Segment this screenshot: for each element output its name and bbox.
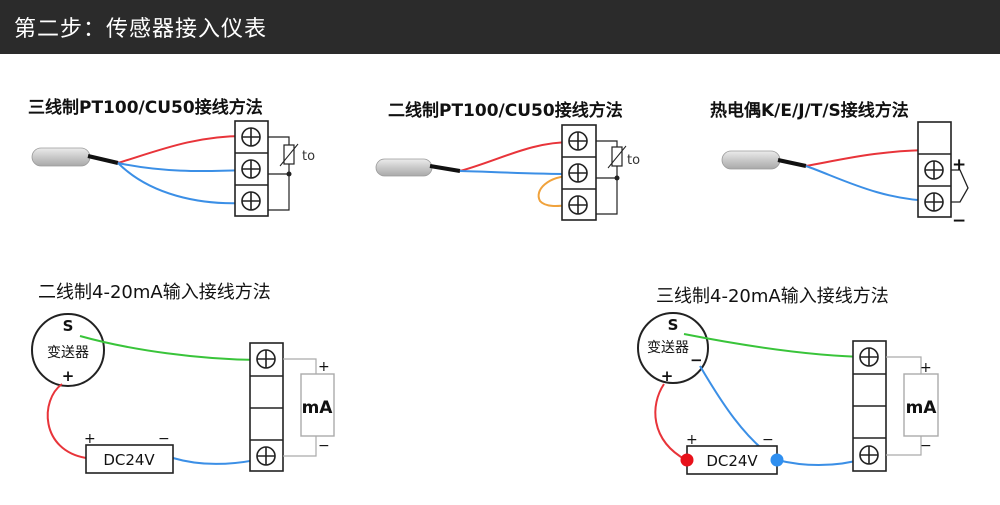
rtd3-probe — [31, 147, 119, 167]
rtd3-resistor-network: to — [268, 136, 315, 211]
loop3-screw-2 — [859, 445, 879, 465]
tc-junction: + − — [951, 155, 969, 231]
page-title: 第二步：传感器接入仪表 — [14, 17, 268, 42]
rtd3-screw-3 — [241, 191, 261, 211]
tc-screw-1 — [924, 160, 944, 180]
loop3-psu-plus: + — [686, 432, 698, 448]
rtd2-wires — [459, 141, 573, 208]
loop2-transmitter: S 变送器 + — [31, 313, 105, 387]
loop3-meter-plus: + — [920, 360, 932, 376]
loop3-meter-label: mA — [906, 398, 938, 418]
rtd3-wires — [117, 135, 245, 205]
rtd3-diagram: to — [31, 120, 315, 217]
loop2-psu-minus: − — [158, 431, 170, 447]
loop2-psu-plus: + — [84, 431, 96, 447]
loop2-transmitter-plus: + — [62, 367, 75, 385]
tc-screw-2 — [924, 192, 944, 212]
tc-diagram: + − — [721, 121, 969, 231]
rtd2-screw-2 — [568, 163, 588, 183]
rtd2-terminal-block — [561, 124, 597, 221]
loop3-psu-minus: − — [762, 432, 774, 448]
loop3-diagram: S 变送器 + − DC24V + − — [637, 312, 939, 475]
rtd2-title: 二线制PT100/CU50接线方法 — [388, 101, 623, 121]
loop2-psu-label: DC24V — [103, 451, 155, 469]
loop2-meter-plus: + — [318, 359, 330, 375]
header-bar: 第二步：传感器接入仪表 — [0, 0, 1000, 54]
rtd2-screw-3 — [568, 195, 588, 215]
tc-minus-sign: − — [952, 211, 966, 231]
loop3-transmitter-plus: + — [661, 367, 674, 385]
rtd3-terminal-block — [234, 120, 269, 217]
rtd3-title: 三线制PT100/CU50接线方法 — [28, 98, 263, 118]
loop2-transmitter-s: S — [63, 317, 74, 335]
loop3-transmitter-minus: − — [690, 351, 703, 369]
loop3-psu: DC24V + − — [680, 432, 784, 475]
tc-wires — [805, 149, 935, 202]
loop2-meter: mA + − — [283, 358, 335, 457]
rtd2-diagram: to — [375, 124, 640, 221]
rtd3-screw-1 — [241, 127, 261, 147]
loop3-red-node — [680, 453, 694, 467]
loop2-title: 二线制4-20mA输入接线方法 — [38, 282, 271, 303]
loop2-psu: DC24V + − — [84, 431, 174, 474]
tc-terminal-block — [917, 121, 952, 218]
loop3-meter-minus: − — [920, 438, 932, 454]
rtd3-temp-label: to — [302, 149, 315, 164]
loop3-screw-1 — [859, 347, 879, 367]
loop3-transmitter-label: 变送器 — [647, 340, 689, 356]
rtd2-temp-label: to — [627, 153, 640, 168]
loop3-blue-node — [770, 453, 784, 467]
loop3-transmitter-s: S — [668, 316, 679, 334]
loop2-meter-label: mA — [302, 398, 334, 418]
loop2-terminal-block — [249, 342, 284, 472]
tc-probe — [721, 150, 807, 170]
tc-plus-sign: + — [952, 155, 966, 175]
rtd2-screw-1 — [568, 131, 588, 151]
loop3-terminal-block — [852, 340, 887, 472]
loop3-psu-label: DC24V — [706, 452, 758, 470]
loop2-meter-minus: − — [318, 438, 330, 454]
rtd2-resistor-network: to — [596, 140, 640, 215]
loop3-meter: mA + − — [886, 356, 939, 456]
rtd2-probe — [375, 158, 461, 177]
loop3-title: 三线制4-20mA输入接线方法 — [656, 286, 889, 307]
loop2-transmitter-label: 变送器 — [47, 345, 89, 361]
rtd3-screw-2 — [241, 159, 261, 179]
loop2-screw-1 — [256, 349, 276, 369]
loop2-screw-2 — [256, 446, 276, 466]
loop3-transmitter: S 变送器 + − — [637, 312, 709, 385]
loop2-diagram: S 变送器 + DC24V + − mA + — [31, 313, 335, 474]
tc-title: 热电偶K/E/J/T/S接线方法 — [710, 101, 909, 121]
